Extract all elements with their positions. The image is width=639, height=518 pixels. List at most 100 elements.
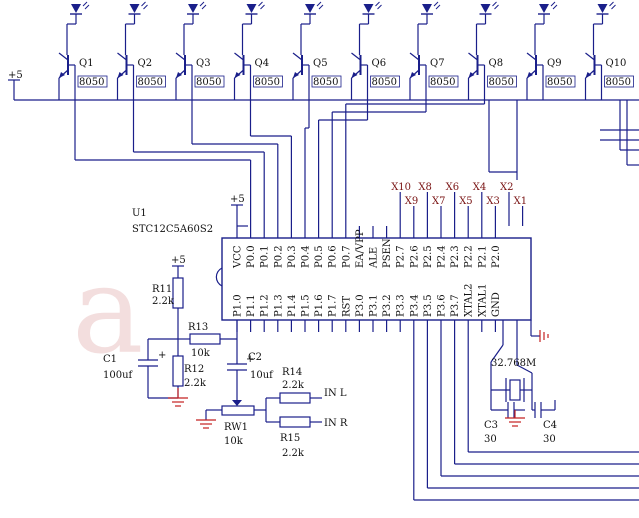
- mcu-pin-label-p2-3: P2.3: [450, 245, 461, 268]
- static-wiring: [8, 79, 639, 428]
- transistor-type: 8050: [313, 77, 338, 88]
- mcu-pin-label-p1-1: P1.1: [246, 294, 257, 317]
- transistor-lead: [58, 52, 69, 61]
- wiper-arrow: [232, 400, 242, 406]
- transistor-type: 8050: [196, 77, 221, 88]
- r12-ref: R12: [184, 364, 204, 375]
- transistor-arrow-icon: [410, 72, 416, 78]
- transistor-arrow-icon: [351, 72, 358, 78]
- mcu-pin-label-p3-6: P3.6: [437, 294, 448, 317]
- led-emission-icon: [258, 1, 263, 7]
- transistor-type: 8050: [547, 77, 572, 88]
- led-icon: [597, 4, 608, 13]
- input-left-label: IN L: [324, 388, 347, 399]
- watermark: a: [72, 242, 144, 381]
- input-right-label: IN R: [324, 418, 348, 429]
- led-emission-icon: [199, 1, 205, 7]
- r13-ref: R13: [188, 322, 208, 333]
- crystal-value: 32.768M: [491, 358, 536, 369]
- r12-value: 2.2k: [184, 378, 207, 389]
- led-icon: [129, 4, 140, 13]
- transistor-lead: [175, 52, 186, 61]
- mcu-pin-label-rst: RST: [341, 296, 352, 317]
- transistor-type-box: [604, 75, 634, 88]
- mcu-pin-label-p1-4: P1.4: [287, 294, 298, 317]
- mcu-pin-label-p2-7: P2.7: [396, 245, 407, 268]
- transistor-lead: [585, 52, 595, 61]
- led-icon: [422, 4, 432, 13]
- mcu-pin-label-p3-7: P3.7: [450, 294, 461, 317]
- transistor-arrow-icon: [585, 72, 592, 78]
- mcu-pin-label-p3-2: P3.2: [382, 294, 393, 317]
- led-emission-icon: [433, 1, 439, 7]
- mcu-pin-label-p0-2: P0.2: [273, 245, 284, 268]
- transistor-type-box: [194, 75, 225, 88]
- led-emission-icon: [316, 1, 322, 7]
- c4-value: 30: [543, 434, 556, 445]
- transistor-arrow-icon: [117, 72, 124, 78]
- transistor-arrow-icon: [293, 72, 299, 78]
- r13-value: 10k: [191, 348, 211, 359]
- transistor-lead: [409, 52, 420, 61]
- r15-ref: R15: [280, 433, 300, 444]
- rw1-value: 10k: [224, 436, 244, 447]
- led-emission-icon: [611, 4, 616, 10]
- r14-ref: R14: [282, 367, 302, 378]
- c1-value: 100uf: [103, 370, 134, 381]
- transistor-ref: Q2: [138, 58, 153, 69]
- led-icon: [71, 4, 81, 13]
- mcu-pin-label-p0-5: P0.5: [314, 245, 325, 268]
- c1-ref: C1: [103, 354, 117, 365]
- transistor-arrow-icon: [527, 72, 533, 78]
- transistor-lead: [234, 52, 244, 61]
- mcu-pin-label-p3-0: P3.0: [355, 294, 366, 317]
- mcu-pin-label-p0-4: P0.4: [301, 245, 312, 268]
- ground-icon: [505, 410, 525, 427]
- ground-icon: [168, 388, 188, 407]
- mcu-pin-label-p2-0: P2.0: [491, 245, 502, 268]
- mcu-ref: U1: [132, 208, 147, 219]
- transistor-type-box: [136, 75, 166, 88]
- transistor-type: 8050: [255, 77, 280, 88]
- net-label-x3: X3: [486, 196, 499, 207]
- led-emission-icon: [318, 4, 324, 10]
- transistor-lead: [117, 52, 127, 61]
- transistor-ref: Q3: [196, 58, 211, 69]
- mcu-pin-label-p3-5: P3.5: [423, 294, 434, 317]
- transistor-ref: Q4: [255, 58, 270, 69]
- mcu-pin-label-p1-3: P1.3: [273, 294, 284, 317]
- net-label-x7: X7: [432, 196, 445, 207]
- mcu-pin-label-p3-3: P3.3: [396, 294, 407, 317]
- transistor-type: 8050: [606, 77, 631, 88]
- transistor-type-box: [370, 75, 400, 88]
- transistor-arrow-icon: [234, 72, 241, 78]
- mcu-body: [221, 237, 532, 321]
- mcu-pin-label-psen: PSEN: [382, 238, 393, 268]
- mcu-pin-label-gnd: GND: [491, 292, 502, 317]
- transistor-type: 8050: [138, 77, 163, 88]
- led-icon: [305, 4, 315, 13]
- mcu-pin-label-p0-7: P0.7: [341, 245, 352, 268]
- led-icon: [480, 4, 491, 13]
- net-label-x9: X9: [405, 196, 418, 207]
- mcu-pin-label-xtal2: XTAL2: [464, 284, 475, 317]
- net-label-x4: X4: [473, 182, 486, 193]
- led-emission-icon: [141, 1, 146, 7]
- transistor-ref: Q6: [372, 58, 387, 69]
- transistor-ref: Q1: [79, 58, 94, 69]
- led-emission-icon: [375, 1, 380, 7]
- led-icon: [539, 4, 549, 13]
- led-emission-icon: [552, 4, 558, 10]
- mcu-pin-label-p1-5: P1.5: [301, 294, 312, 317]
- bias-supply-label: +5: [171, 255, 186, 266]
- vcc-label: +5: [230, 194, 245, 205]
- mcu-pin-label-p1-0: P1.0: [233, 294, 244, 317]
- transistor-type-box: [487, 75, 517, 88]
- mcu-pin-label-p2-6: P2.6: [409, 245, 420, 268]
- transistor-type-box: [253, 75, 283, 88]
- led-emission-icon: [143, 4, 148, 10]
- transistor-arrow-icon: [59, 72, 65, 78]
- transistor-ref: Q9: [547, 58, 562, 69]
- mcu-pin-label-p1-6: P1.6: [314, 294, 325, 317]
- mcu-pin-label-p0-6: P0.6: [328, 245, 339, 268]
